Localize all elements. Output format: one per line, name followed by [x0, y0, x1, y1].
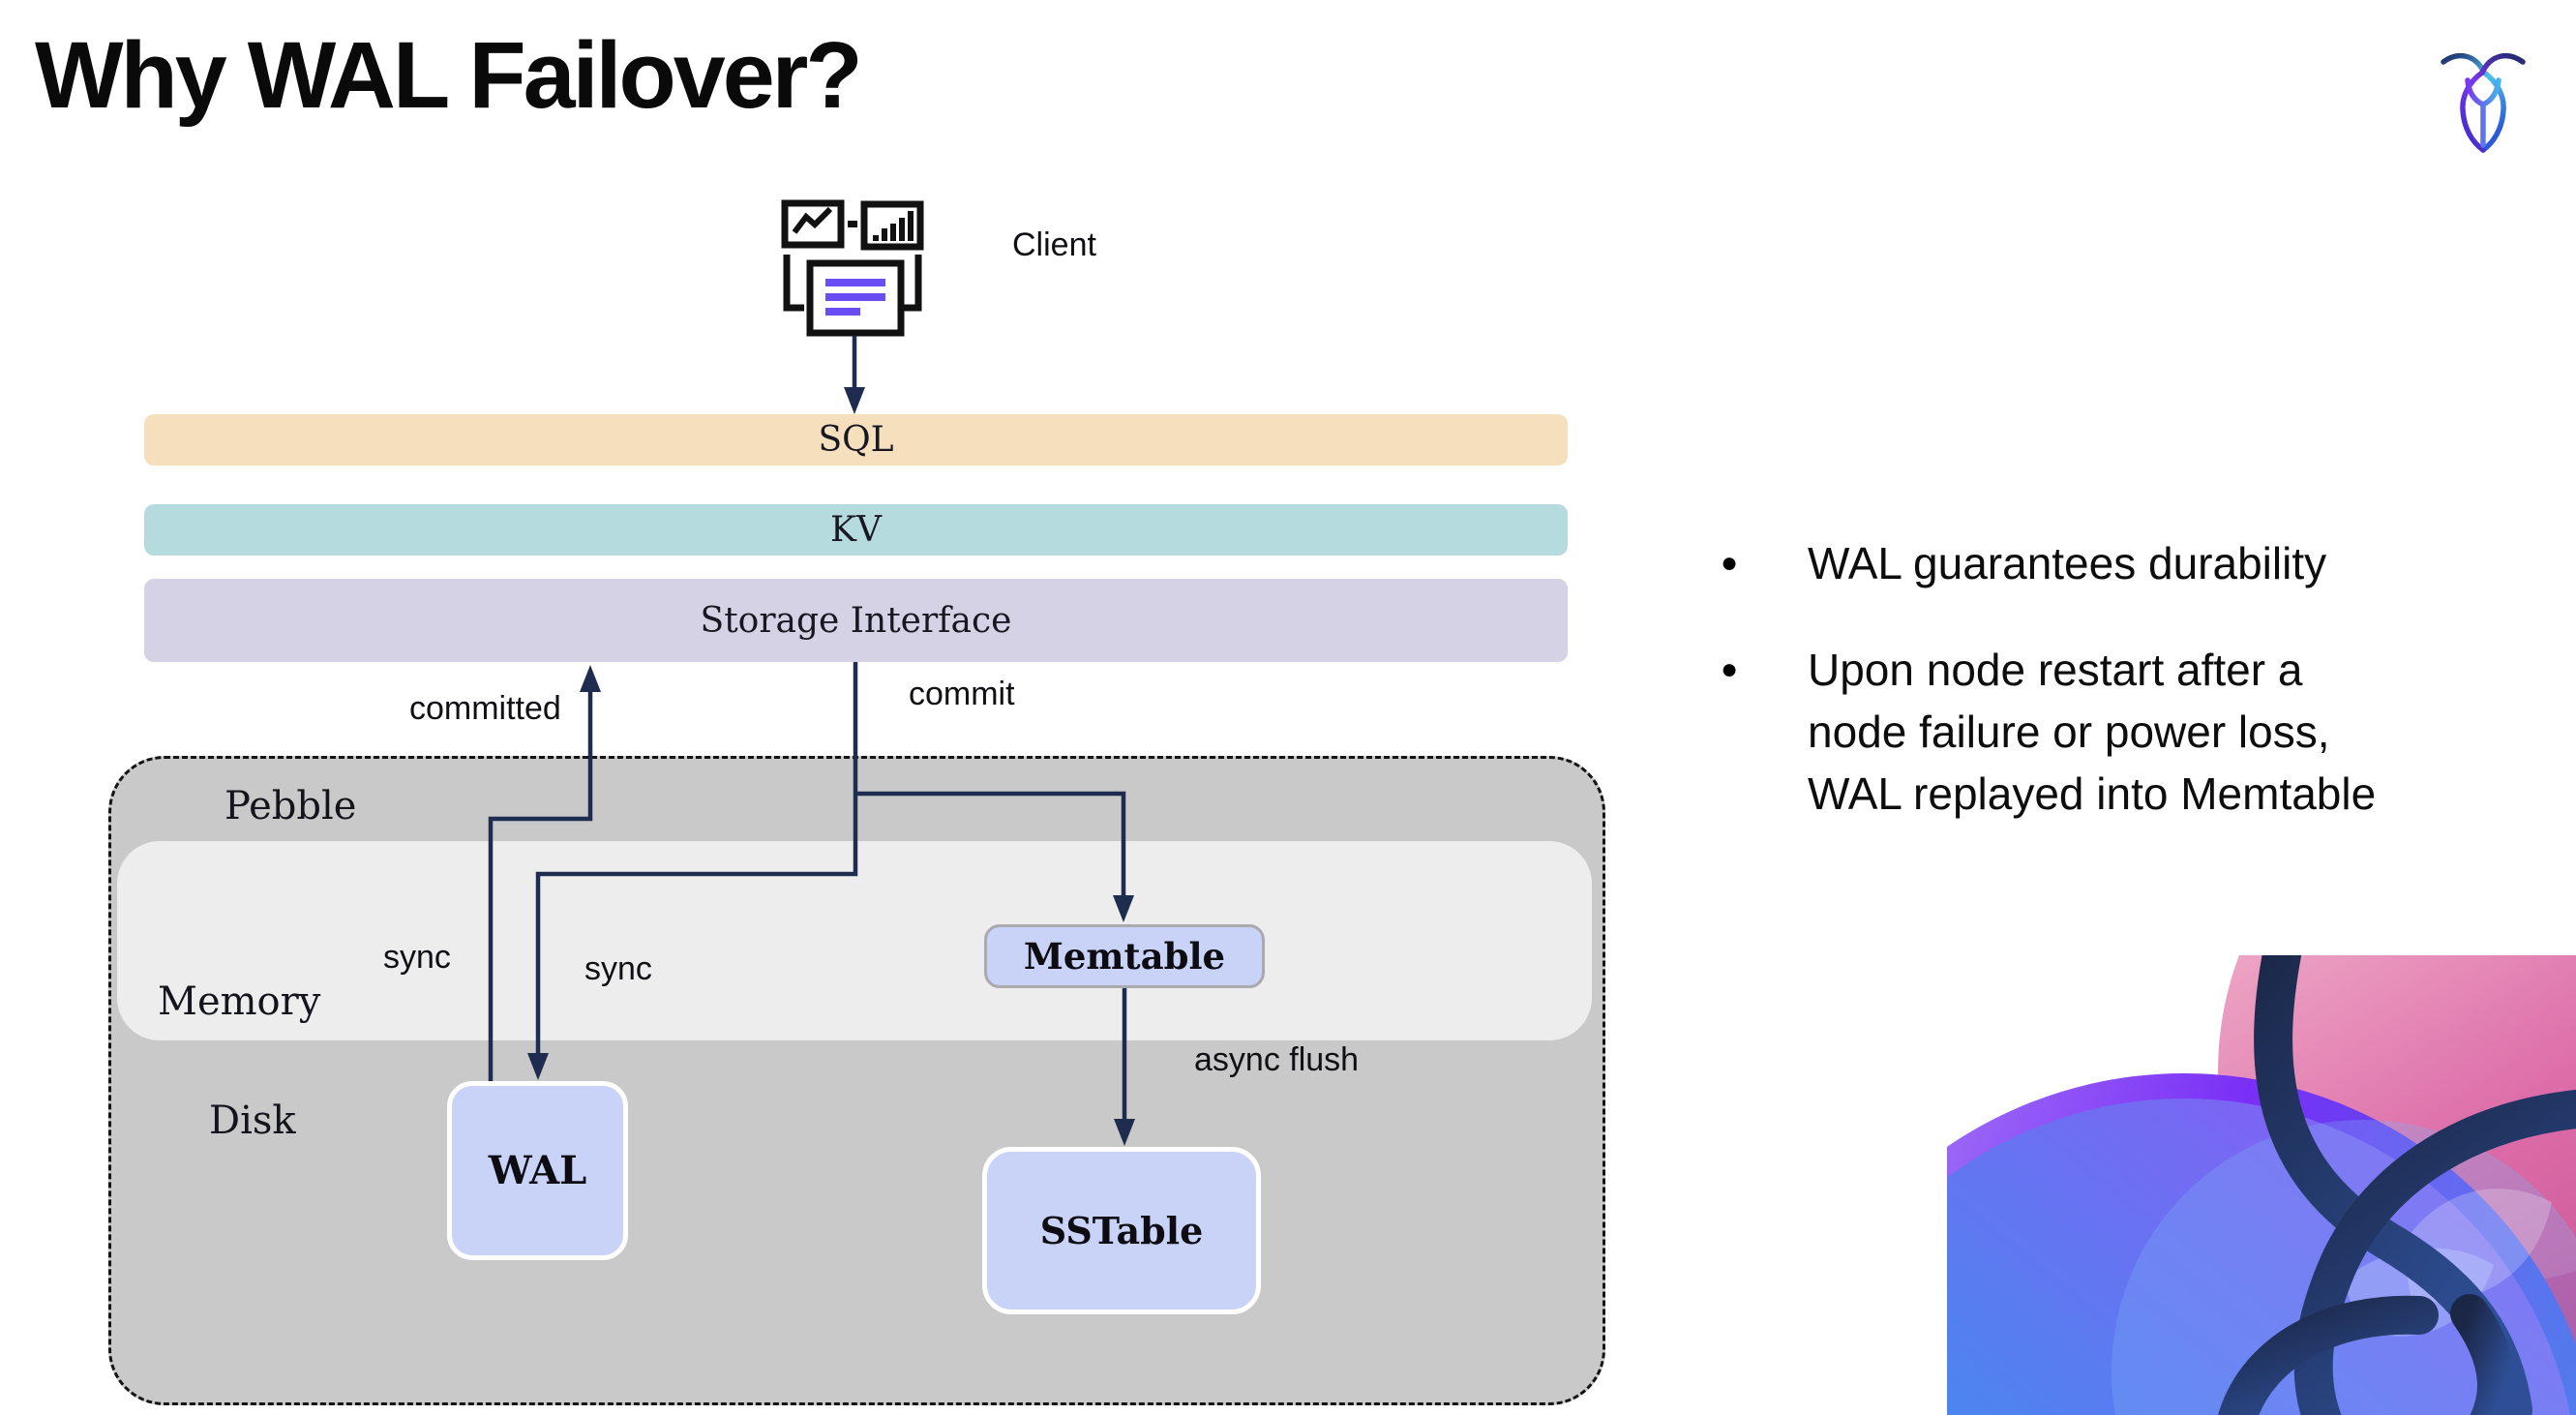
arrowhead-committed: [580, 665, 601, 692]
bullet-line: Upon node restart after a: [1808, 645, 2303, 695]
roach-curve-4: [2450, 1294, 2516, 1415]
layer-sql-label: SQL: [818, 420, 894, 460]
bullet-dot: ●: [1721, 547, 1739, 579]
bullet-line: node failure or power loss,: [1808, 707, 2330, 757]
roach-curve-2: [2293, 1090, 2576, 1415]
memtable-node-label: Memtable: [1023, 935, 1226, 978]
layer-sql-bar: SQL: [144, 414, 1568, 466]
memory-region: [117, 841, 1592, 1040]
bullet-list: ● WAL guarantees durability ● Upon node …: [1713, 532, 2576, 869]
document-icon: [806, 259, 905, 337]
bullet-dot: ●: [1721, 653, 1739, 685]
bar-chart-icon: [860, 200, 924, 251]
bullet-line: WAL guarantees durability: [1808, 538, 2327, 588]
bullet-line: WAL replayed into Memtable: [1808, 768, 2377, 819]
edge-label-sync-right: sync: [584, 950, 652, 987]
line-chart-icon: [781, 199, 845, 249]
logo-left-antenna-right-body: [2441, 52, 2506, 153]
list-item: ● WAL guarantees durability: [1713, 532, 2576, 594]
edge-label-async-flush: async flush: [1194, 1041, 1360, 1078]
roach-curve-3: [2218, 1295, 2439, 1415]
page-title: Why WAL Failover?: [35, 22, 863, 128]
layer-kv-bar: KV: [144, 504, 1568, 556]
client-devices-icon: [781, 199, 924, 337]
pebble-label: Pebble: [225, 784, 357, 828]
logo-y-stem: [2465, 77, 2501, 148]
memtable-node: Memtable: [984, 924, 1265, 988]
decorative-corner-art: [1947, 955, 2576, 1415]
edge-label-commit: commit: [909, 676, 1015, 712]
wal-node: WAL: [447, 1081, 628, 1260]
sstable-node-label: SSTable: [1039, 1209, 1204, 1252]
layer-storage-interface-bar: Storage Interface: [144, 579, 1568, 662]
cockroachdb-logo-icon: [2441, 52, 2526, 153]
right-bracket: [901, 255, 922, 312]
wal-node-label: WAL: [488, 1148, 587, 1193]
memory-label: Memory: [158, 979, 321, 1024]
arrowhead-sql: [844, 387, 865, 414]
logo-right-antenna-left-body: [2460, 52, 2526, 153]
list-item: ● Upon node restart after a node failure…: [1713, 639, 2576, 825]
layer-storage-interface-label: Storage Interface: [700, 600, 1012, 641]
left-bracket: [783, 255, 804, 312]
bullet-text: WAL guarantees durability: [1808, 532, 2326, 594]
edge-label-sync-left: sync: [383, 939, 451, 976]
client-label: Client: [1012, 226, 1096, 263]
edge-label-committed: committed: [409, 690, 561, 727]
layer-kv-label: KV: [830, 510, 882, 550]
sstable-node: SSTable: [982, 1147, 1261, 1314]
dash-connector: [848, 221, 857, 227]
disk-label: Disk: [209, 1099, 296, 1143]
bullet-text: Upon node restart after a node failure o…: [1808, 639, 2376, 825]
